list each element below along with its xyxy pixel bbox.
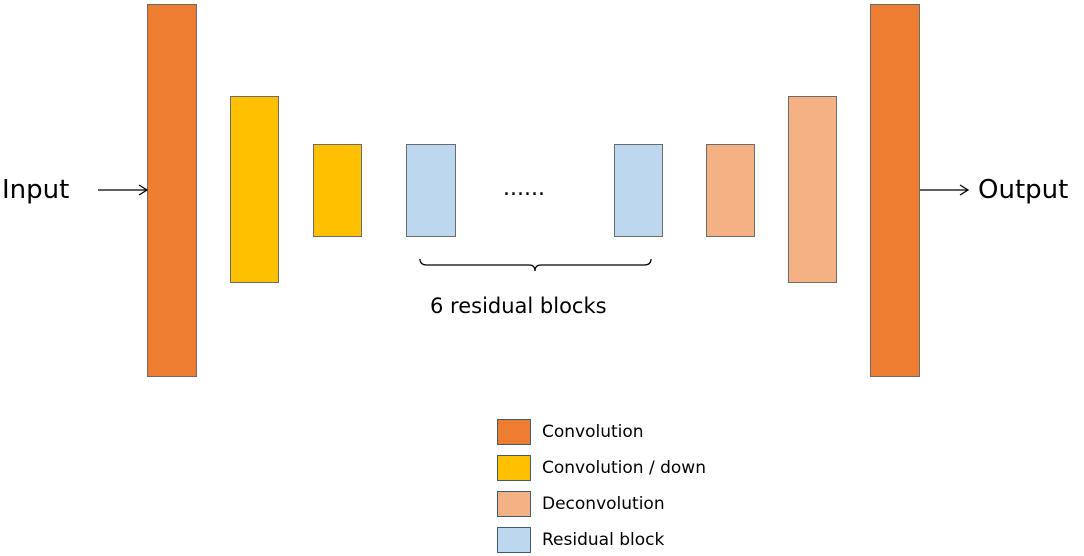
residual-block-last — [614, 144, 663, 237]
deconv-block-2 — [788, 96, 837, 283]
conv-down-block-1 — [230, 96, 279, 283]
legend-swatch-residual-block — [497, 527, 531, 553]
legend-label-residual-block: Residual block — [542, 530, 665, 550]
output-arrow — [920, 184, 970, 196]
ellipsis: ...... — [503, 176, 545, 201]
deconv-block-1 — [706, 144, 755, 237]
legend-swatch-deconvolution — [497, 491, 531, 517]
legend-label-convolution: Convolution — [542, 422, 644, 442]
conv-block-output — [870, 4, 920, 377]
conv-down-block-2 — [313, 144, 362, 237]
residual-count-label: 6 residual blocks — [430, 294, 607, 318]
legend-label-deconvolution: Deconvolution — [542, 494, 665, 514]
input-label: Input — [2, 175, 70, 205]
residual-block-first — [406, 144, 456, 237]
legend-swatch-convolution-down — [497, 455, 531, 481]
curly-brace — [419, 258, 652, 272]
output-label: Output — [978, 175, 1069, 205]
legend-label-convolution-down: Convolution / down — [542, 458, 706, 478]
legend-swatch-convolution — [497, 419, 531, 445]
input-arrow — [98, 184, 149, 196]
conv-block-input — [147, 4, 197, 377]
